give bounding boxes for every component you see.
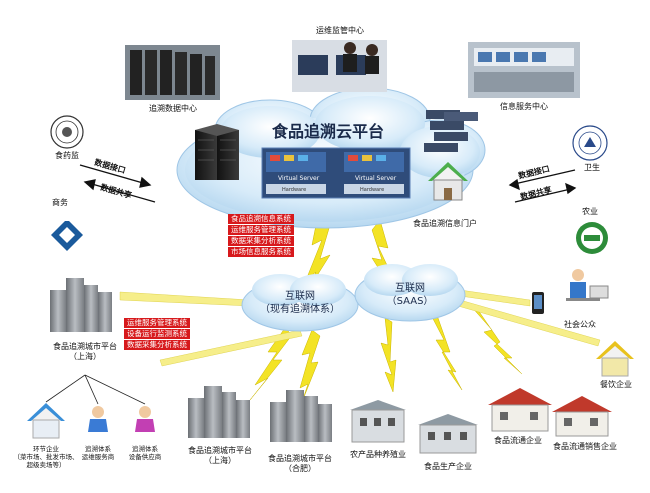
platform-system-item: 市场信息服务系统 xyxy=(228,247,294,257)
hardware-left: Hardware xyxy=(282,187,307,193)
virtual-server-left: Virtual Server xyxy=(278,175,320,182)
retail-label: 食品流通销售企业 xyxy=(553,442,617,451)
arrows-left xyxy=(79,164,156,203)
ops-center-label: 运维监管中心 xyxy=(316,26,364,35)
server-rack xyxy=(195,124,239,180)
shanghai-system-item: 数据采集分析系统 xyxy=(124,340,190,350)
network-saas-line1: 互联网 xyxy=(395,283,425,294)
person-device-provider xyxy=(135,406,155,432)
shanghai-platform-buildings xyxy=(50,278,112,332)
data-center-label: 追溯数据中心 xyxy=(149,104,197,113)
network-saas-line2: （SAAS） xyxy=(386,296,434,307)
network-existing-line2: （现有追溯体系） xyxy=(260,304,340,315)
circulation-label: 食品流通企业 xyxy=(494,436,542,445)
platform-system-list: 食品追溯信息系统 运维服务管理系统 数据采集分析系统 市场信息服务系统 xyxy=(228,214,294,257)
network-existing-label: 互联网 （现有追溯体系） xyxy=(260,290,340,316)
photo-ops-center xyxy=(292,40,387,92)
city-buildings-hf xyxy=(270,390,332,442)
info-center-label: 信息服务中心 xyxy=(500,102,548,111)
house-env xyxy=(27,403,65,439)
env-line1: 环节企业 xyxy=(33,445,59,453)
shanghai-platform-line2: （上海） xyxy=(69,352,101,361)
platform-system-item: 食品追溯信息系统 xyxy=(228,214,294,224)
platform-system-item: 运维服务管理系统 xyxy=(228,225,294,235)
seal-health xyxy=(572,125,608,161)
lightning-links xyxy=(249,214,523,403)
public-label: 社会公众 xyxy=(564,320,596,329)
house-catering xyxy=(596,341,634,377)
portal-label: 食品追溯信息门户 xyxy=(413,219,477,228)
commerce-label: 商务 xyxy=(52,198,68,207)
arrows-right xyxy=(508,169,577,203)
network-cloud-saas xyxy=(354,264,466,322)
env-enterprise-label: 环节企业 （菜市场、批发市场、 超级卖场等） xyxy=(14,445,79,469)
city-hf-line2: （合肥） xyxy=(284,464,316,473)
network-saas-label: 互联网 （SAAS） xyxy=(387,282,434,308)
logo-agriculture xyxy=(576,222,608,254)
agriculture-label: 农业 xyxy=(582,207,598,216)
catering-label: 餐饮企业 xyxy=(600,380,632,389)
ops-provider-line1: 追溯体系 xyxy=(85,445,111,453)
cloud-title: 食品追溯云平台 xyxy=(271,122,385,141)
public-user xyxy=(532,269,609,314)
photo-data-center xyxy=(125,45,220,100)
city-sh-line2: （上海） xyxy=(204,456,236,465)
device-provider-line1: 追溯体系 xyxy=(132,445,158,453)
shanghai-system-item: 设备运行监测系统 xyxy=(124,329,190,339)
virtual-server-panel xyxy=(261,147,411,199)
logo-commerce xyxy=(51,215,83,251)
shanghai-system-item: 运维服务管理系统 xyxy=(124,318,190,328)
house-production xyxy=(418,414,478,454)
platform-system-item: 数据采集分析系统 xyxy=(228,236,294,246)
city-sh-label: 食品追溯城市平台 （上海） xyxy=(188,446,252,466)
seal-fda xyxy=(50,115,84,149)
shanghai-platform-label: 食品追溯城市平台 （上海） xyxy=(53,342,117,362)
link-rays xyxy=(119,289,601,367)
shanghai-system-list: 运维服务管理系统 设备运行监测系统 数据采集分析系统 xyxy=(124,318,190,350)
city-hf-line1: 食品追溯城市平台 xyxy=(268,454,332,463)
city-hf-label: 食品追溯城市平台 （合肥） xyxy=(268,454,332,474)
photo-info-center xyxy=(468,42,580,98)
house-retail xyxy=(552,396,612,437)
virtual-server-right: Virtual Server xyxy=(355,175,397,182)
fda-label: 食药监 xyxy=(55,151,79,160)
production-label: 食品生产企业 xyxy=(424,462,472,471)
shanghai-platform-line1: 食品追溯城市平台 xyxy=(53,342,117,351)
ops-provider-line2: 运维服务商 xyxy=(81,453,115,461)
tree-links xyxy=(45,374,146,405)
env-line3: 超级卖场等） xyxy=(26,461,66,469)
health-label: 卫生 xyxy=(584,163,600,172)
network-existing-line1: 互联网 xyxy=(285,291,315,302)
city-sh-line1: 食品追溯城市平台 xyxy=(188,446,252,455)
portal-house xyxy=(428,162,468,201)
hardware-right: Hardware xyxy=(360,187,385,193)
person-ops-provider xyxy=(88,406,108,432)
device-provider-label: 追溯体系 设备供应商 xyxy=(129,445,162,461)
house-circulation xyxy=(488,388,552,432)
planting-label: 农产品种养殖业 xyxy=(350,450,406,459)
house-planting xyxy=(350,400,406,443)
ops-provider-label: 追溯体系 运维服务商 xyxy=(82,445,115,461)
city-buildings-sh xyxy=(188,386,250,438)
env-line2: （菜市场、批发市场、 xyxy=(13,453,79,461)
device-provider-line2: 设备供应商 xyxy=(128,453,162,461)
network-cloud-existing xyxy=(241,274,359,332)
blade-servers xyxy=(424,110,478,152)
